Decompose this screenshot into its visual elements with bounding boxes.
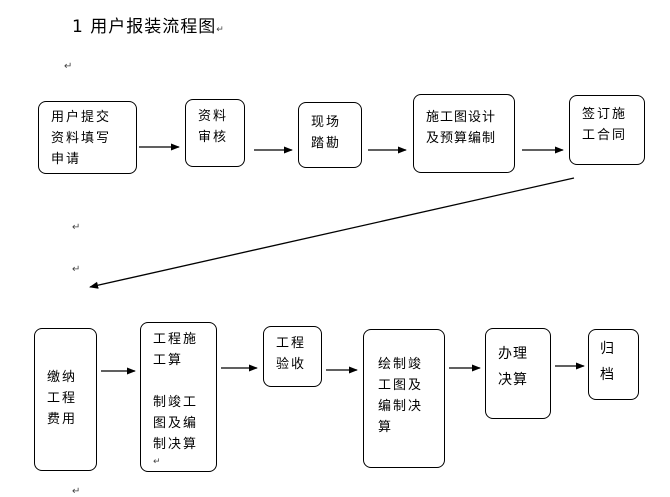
- flow-box-review: 资料 审核: [185, 99, 245, 167]
- paragraph-mark: ↵: [72, 222, 81, 233]
- paragraph-mark: ↵: [72, 264, 81, 275]
- flow-box-label: 施工图设计 及预算编制: [426, 110, 497, 146]
- arrow-contract-to-payment: [89, 177, 575, 289]
- flow-box-label: 用户提交 资料填写 申请: [51, 110, 112, 167]
- flow-box-label: 归 档: [600, 341, 615, 383]
- paragraph-mark: ↵: [216, 25, 224, 35]
- flow-box-apply: 用户提交 资料填写 申请: [38, 101, 137, 174]
- flow-box-label: 绘制竣 工图及 编制决 算: [378, 357, 424, 435]
- flow-box-design: 施工图设计 及预算编制: [413, 94, 515, 173]
- flow-box-acceptance: 工程 验收: [263, 326, 322, 387]
- flow-box-archive: 归 档: [588, 329, 639, 400]
- flow-box-payment: 缴纳 工程 费用: [34, 328, 97, 471]
- flow-box-as-built: 绘制竣 工图及 编制决 算: [363, 329, 445, 468]
- flow-box-label: 现场 踏勘: [311, 115, 342, 151]
- page-title: 1 用户报装流程图↵: [72, 17, 224, 37]
- flow-box-label: 办理 决算: [498, 346, 528, 388]
- flow-box-label: 签订施 工合同: [582, 107, 628, 143]
- flow-box-survey: 现场 踏勘: [298, 102, 362, 168]
- flow-box-settlement: 办理 决算: [485, 328, 551, 419]
- flow-box-label: 工程 验收: [276, 336, 307, 372]
- flow-box-label: 工程施 工算 制竣工 图及编 制决算: [153, 332, 199, 452]
- flow-box-label: 缴纳 工程 费用: [47, 370, 78, 427]
- paragraph-mark: ↵: [64, 61, 73, 72]
- paragraph-mark: ↵: [153, 457, 161, 467]
- flow-box-contract: 签订施 工合同: [569, 95, 645, 165]
- flow-box-construction: 工程施 工算 制竣工 图及编 制决算 ↵: [140, 322, 217, 472]
- flow-box-label: 资料 审核: [198, 109, 229, 145]
- paragraph-mark: ↵: [72, 486, 81, 497]
